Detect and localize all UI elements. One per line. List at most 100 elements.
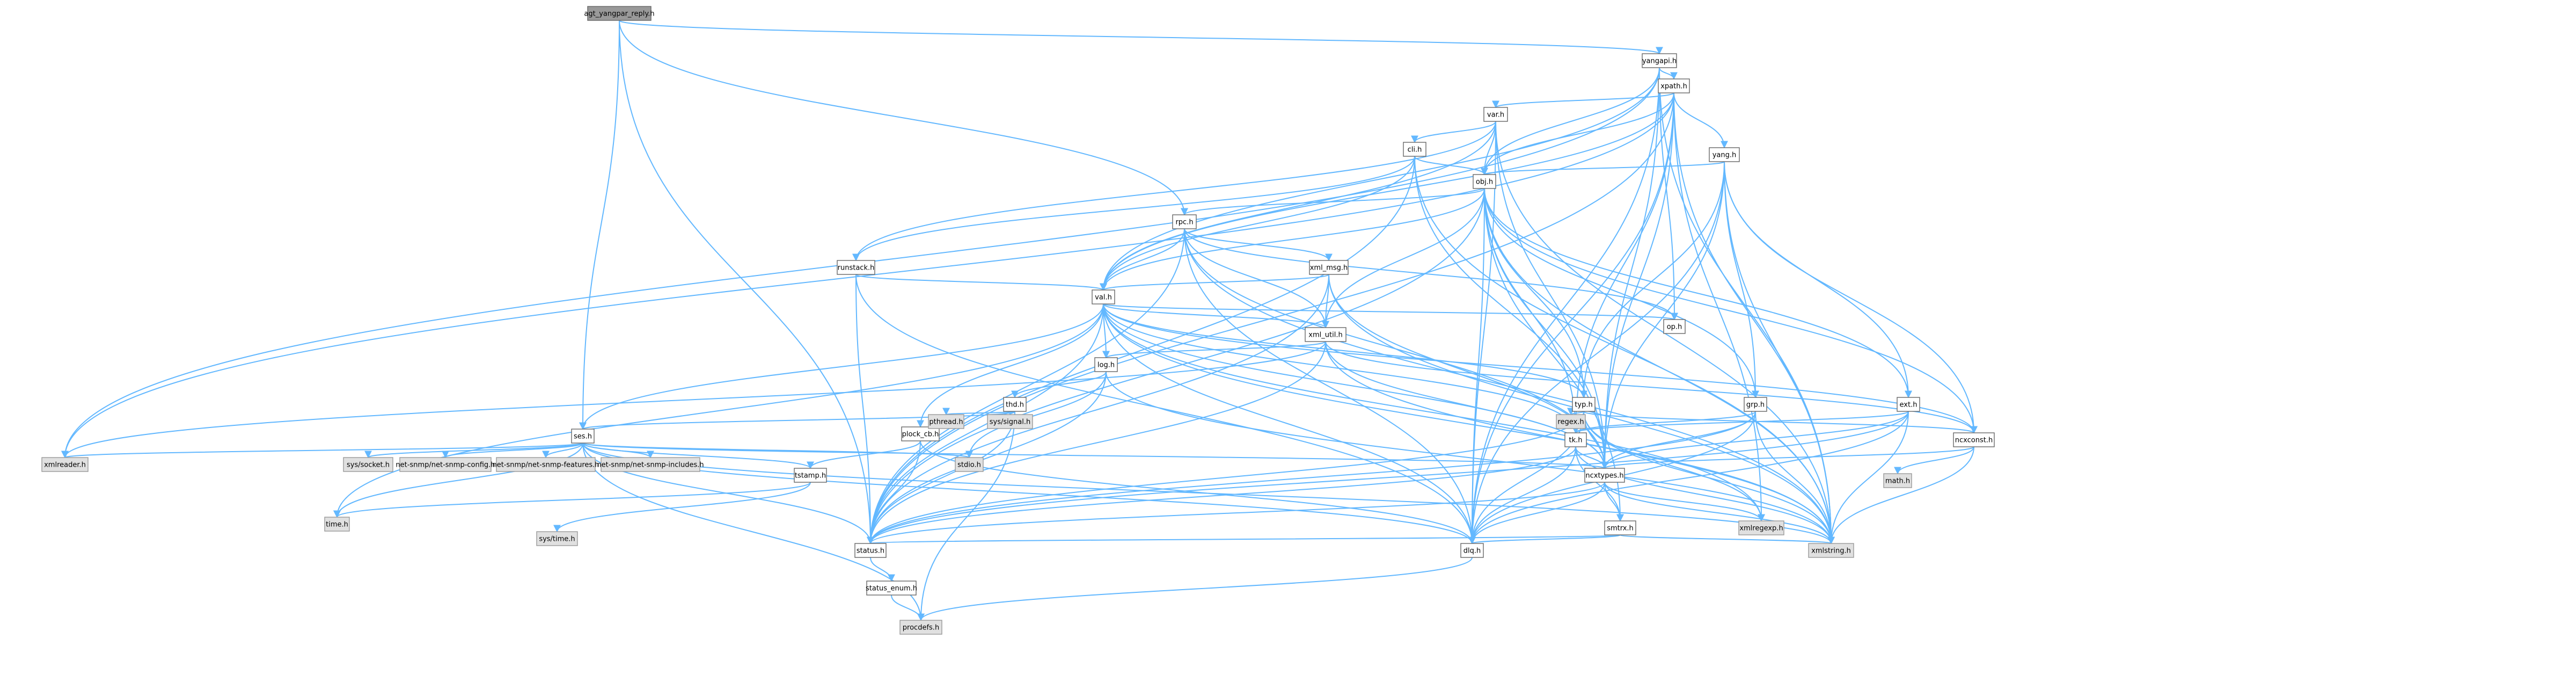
node-box: [1584, 468, 1625, 483]
node-box: [1403, 142, 1426, 157]
node-label: regex.h: [1557, 418, 1584, 426]
node-thd[interactable]: thd.h: [1003, 397, 1027, 412]
edge-log-to-status: [867, 371, 1107, 545]
node-label: time.h: [326, 521, 348, 529]
edge-xpath-to-xmlreader: [61, 92, 1674, 459]
node-ext[interactable]: ext.h: [1897, 397, 1920, 412]
edge-ncxtypes-to-xmlstring: [1604, 482, 1835, 545]
edge-tk-to-dlq: [1468, 446, 1576, 545]
node-time: time.h: [324, 517, 350, 532]
node-label: log.h: [1097, 361, 1115, 369]
node-label: yang.h: [1713, 151, 1737, 159]
node-box: [1738, 520, 1784, 535]
edge-ext-to-tk: [1572, 411, 1909, 434]
node-log[interactable]: log.h: [1094, 357, 1118, 372]
node-box: [1883, 473, 1912, 488]
edge-plock_cb-to-dlq: [920, 440, 1476, 545]
node-label: ses.h: [574, 433, 592, 441]
node-xmlstring: xmlstring.h: [1808, 543, 1854, 558]
edge-log-to-xmlstring: [1106, 371, 1835, 545]
edge-val-to-xmlstring: [1103, 303, 1835, 545]
node-label: xpath.h: [1660, 83, 1687, 91]
node-yang[interactable]: yang.h: [1709, 147, 1740, 162]
edge-xpath-to-val: [1100, 92, 1674, 291]
node-agt-yangpar-reply[interactable]: agt_yangpar_reply.h: [584, 6, 655, 21]
edge-yang-to-ncxtypes: [1601, 161, 1725, 469]
node-rpc[interactable]: rpc.h: [1172, 214, 1197, 229]
node-label: procdefs.h: [903, 624, 939, 632]
node-xml-msg[interactable]: xml_msg.h: [1309, 260, 1349, 275]
node-label: xmlregexp.h: [1739, 525, 1783, 533]
node-xpath[interactable]: xpath.h: [1658, 78, 1690, 93]
node-box: [866, 581, 917, 596]
node-val[interactable]: val.h: [1092, 289, 1115, 304]
node-status-enum[interactable]: status_enum.h: [866, 581, 917, 596]
node-smtrx[interactable]: smtrx.h: [1604, 520, 1636, 535]
node-cli[interactable]: cli.h: [1403, 142, 1426, 157]
node-box: [1483, 107, 1508, 122]
node-box: [1658, 78, 1690, 93]
edge-xpath-to-var: [1492, 92, 1674, 108]
node-box: [343, 457, 393, 472]
node-box: [1094, 357, 1118, 372]
node-label: sys/time.h: [539, 535, 575, 543]
node-ncxconst[interactable]: ncxconst.h: [1953, 432, 1995, 447]
node-sys-signal: sys/signal.h: [987, 414, 1033, 429]
edge-obj-to-grp: [1484, 188, 1759, 398]
node-box: [1572, 397, 1596, 412]
node-status[interactable]: status.h: [854, 543, 887, 558]
edge-obj-to-ncxtypes: [1484, 188, 1608, 469]
edge-val-to-xmlregexp: [1103, 303, 1765, 522]
node-box: [587, 6, 652, 21]
node-obj[interactable]: obj.h: [1473, 174, 1496, 189]
node-box: [1460, 543, 1484, 558]
node-dlq[interactable]: dlq.h: [1460, 543, 1484, 558]
node-netsnmp-config: net-snmp/net-snmp-config.h: [396, 457, 495, 472]
node-yangapi[interactable]: yangapi.h: [1642, 53, 1677, 68]
node-box: [928, 414, 964, 429]
edge-ext-to-status: [867, 411, 1909, 545]
node-box: [1604, 520, 1636, 535]
node-label: stdio.h: [957, 461, 981, 469]
node-regex: regex.h: [1556, 414, 1586, 429]
node-xml-util[interactable]: xml_util.h: [1305, 327, 1346, 342]
node-typ[interactable]: typ.h: [1572, 397, 1596, 412]
node-sys-time: sys/time.h: [536, 531, 578, 546]
node-xmlregexp: xmlregexp.h: [1738, 520, 1784, 535]
edge-smtrx-to-status: [868, 534, 1621, 545]
node-box: [1744, 397, 1767, 412]
node-label: tstamp.h: [795, 472, 826, 480]
node-box: [324, 517, 350, 532]
node-box: [1092, 289, 1115, 304]
node-label: dlq.h: [1463, 547, 1481, 555]
node-ncxtypes[interactable]: ncxtypes.h: [1584, 468, 1625, 483]
node-tk[interactable]: tk.h: [1564, 432, 1587, 447]
node-var[interactable]: var.h: [1483, 107, 1508, 122]
edge-xpath-to-ncxtypes: [1601, 92, 1674, 469]
edge-ext-to-dlq: [1468, 411, 1909, 545]
node-label: yangapi.h: [1642, 57, 1677, 66]
edge-typ-to-status: [867, 411, 1584, 545]
edge-thd-to-status: [867, 411, 1015, 545]
edge-cli-to-val: [1100, 156, 1415, 291]
node-runstack[interactable]: runstack.h: [837, 260, 875, 275]
edge-yangapi-to-val: [1100, 67, 1660, 291]
node-box: [1953, 432, 1995, 447]
node-label: status_enum.h: [866, 585, 917, 593]
node-label: grp.h: [1746, 401, 1765, 409]
node-plock-cb[interactable]: plock_cb.h: [901, 426, 940, 441]
edge-ncxtypes-to-smtrx: [1604, 482, 1624, 522]
node-label: math.h: [1885, 477, 1910, 485]
edge-val-to-ses: [579, 303, 1104, 430]
node-grp[interactable]: grp.h: [1744, 397, 1767, 412]
node-ses[interactable]: ses.h: [571, 429, 595, 444]
node-box: [955, 457, 984, 472]
node-op[interactable]: op.h: [1663, 319, 1686, 334]
edge-yangapi-to-op: [1659, 67, 1678, 321]
node-label: val.h: [1095, 294, 1112, 302]
node-xmlreader: xmlreader.h: [41, 457, 89, 472]
node-tstamp[interactable]: tstamp.h: [794, 468, 827, 483]
node-box: [1709, 147, 1740, 162]
edge-log-to-thd: [1011, 371, 1107, 398]
edge-obj-to-dlq: [1468, 188, 1485, 545]
